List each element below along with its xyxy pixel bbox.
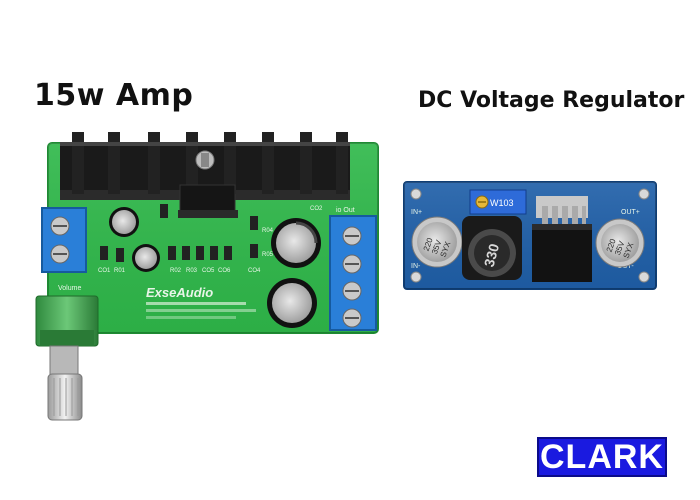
small-capacitor-1 bbox=[109, 207, 139, 237]
audio-out-label: io Out bbox=[336, 207, 355, 214]
amp-board: io Out bbox=[35, 132, 379, 421]
silk-label: CO5 bbox=[202, 268, 215, 274]
cap-text: 220 bbox=[605, 237, 618, 253]
silk-label: R05 bbox=[262, 252, 274, 258]
in-plus-label: IN+ bbox=[411, 209, 422, 216]
amp-caption: 15w Amp bbox=[34, 78, 194, 113]
silk-label: R03 bbox=[186, 268, 198, 274]
regulator-board: IN+ IN- OUT+ OUT- 220 35V SYX W103 330 bbox=[403, 181, 657, 290]
regulator-capacitor-left: 220 35V SYX bbox=[411, 216, 463, 268]
cap-text: 220 bbox=[422, 236, 435, 252]
large-capacitor-2 bbox=[267, 278, 317, 328]
input-terminal-block bbox=[41, 207, 87, 273]
inductor-code: 330 bbox=[481, 242, 503, 269]
output-terminal-block bbox=[329, 215, 377, 331]
large-capacitor-1 bbox=[271, 218, 321, 268]
small-capacitor-2 bbox=[132, 244, 160, 272]
in-minus-label: IN- bbox=[411, 263, 421, 270]
silk-label: CO2 bbox=[310, 206, 323, 212]
silk-label: CO4 bbox=[248, 268, 261, 274]
trimmer-code: W103 bbox=[490, 198, 514, 208]
silk-label: CO1 bbox=[98, 268, 111, 274]
regulator-ic bbox=[532, 196, 592, 282]
small-components bbox=[100, 204, 258, 262]
inductor: 330 bbox=[462, 216, 522, 280]
silk-label: R04 bbox=[262, 228, 274, 234]
volume-potentiometer bbox=[35, 295, 99, 421]
brand-silkscreen: ExseAudio bbox=[146, 285, 213, 300]
volume-label: Volume bbox=[58, 285, 81, 292]
watermark-badge: CLARK bbox=[537, 437, 667, 477]
silk-label: R02 bbox=[170, 268, 182, 274]
out-plus-label: OUT+ bbox=[621, 209, 640, 216]
regulator-capacitor-right: 220 35V SYX bbox=[595, 218, 645, 268]
trimmer-potentiometer: W103 bbox=[469, 189, 527, 215]
silk-label: CO6 bbox=[218, 268, 231, 274]
silk-label: R01 bbox=[114, 268, 126, 274]
regulator-caption: DC Voltage Regulator bbox=[418, 88, 685, 113]
